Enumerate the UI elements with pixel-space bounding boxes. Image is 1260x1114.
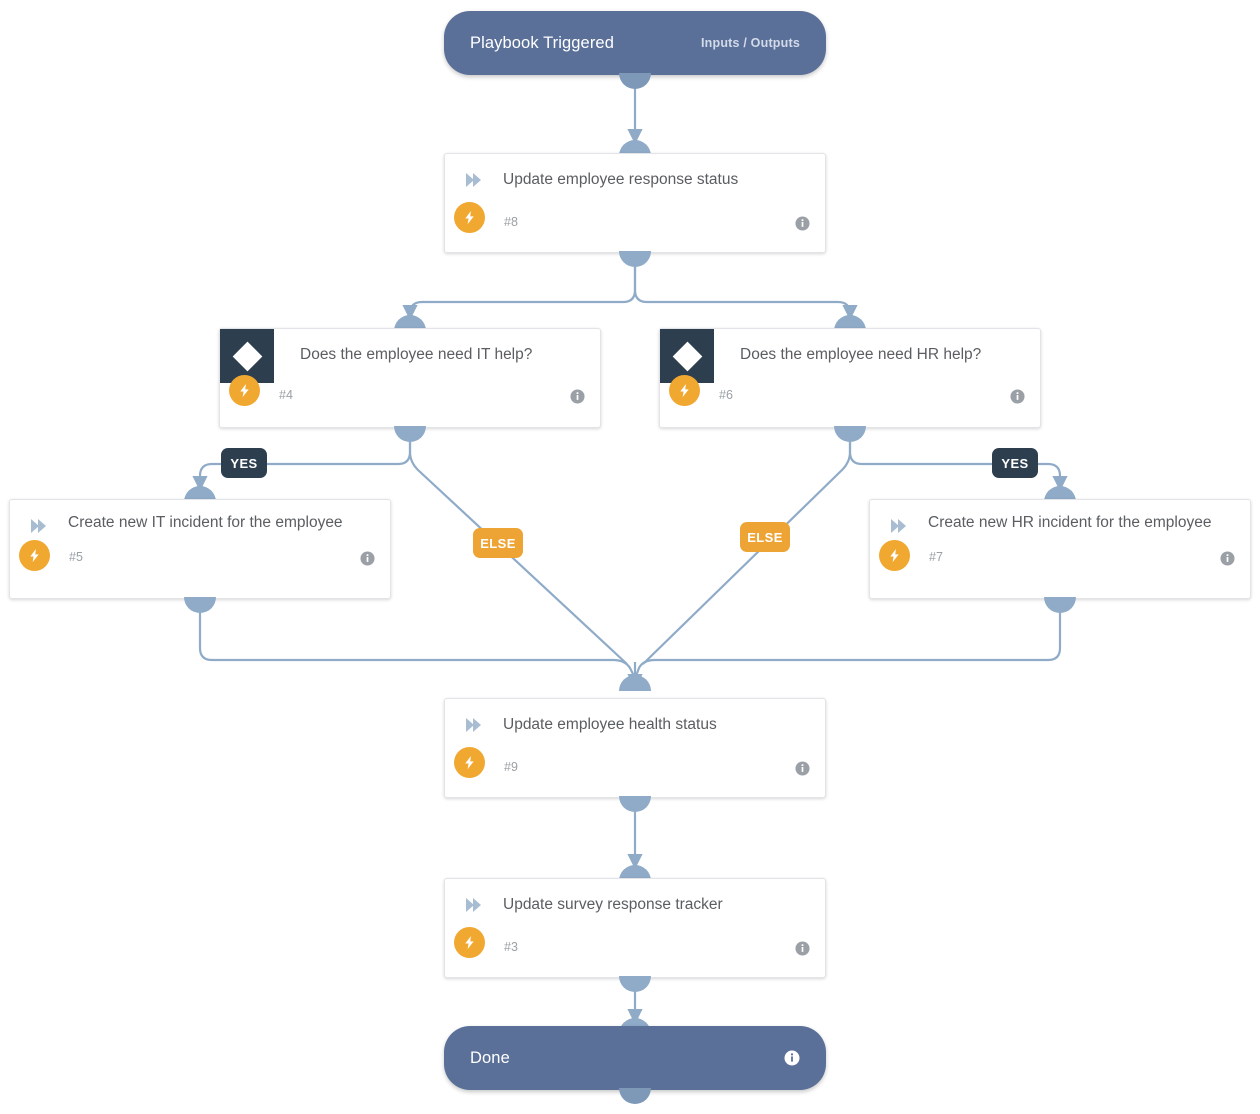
edge-label-it-yes[interactable]: YES (221, 448, 267, 478)
node-number: #8 (504, 215, 518, 229)
node-title: Create new IT incident for the employee (68, 514, 343, 531)
lightning-icon (454, 202, 485, 233)
edge-label-it-else[interactable]: ELSE (473, 528, 523, 558)
info-icon[interactable] (1010, 389, 1025, 404)
port-in-7[interactable] (1044, 486, 1076, 502)
node-title: Does the employee need IT help? (300, 346, 533, 363)
node-does-employee-need-it-help[interactable]: Does the employee need IT help? #4 (219, 328, 601, 428)
port-in-3[interactable] (619, 865, 651, 881)
port-out-9[interactable] (619, 796, 651, 812)
info-icon[interactable] (570, 389, 585, 404)
info-icon[interactable] (360, 551, 375, 566)
node-update-survey-response-tracker[interactable]: Update survey response tracker #3 (444, 878, 826, 978)
info-icon[interactable] (795, 761, 810, 776)
port-in-5[interactable] (184, 486, 216, 502)
port-out-start[interactable] (619, 73, 651, 89)
chevron-right-icon (870, 500, 928, 536)
done-title: Done (470, 1048, 510, 1067)
node-update-employee-response-status[interactable]: Update employee response status #8 (444, 153, 826, 253)
port-out-4[interactable] (394, 426, 426, 442)
diamond-icon (220, 329, 274, 383)
chevron-right-icon (445, 699, 503, 735)
port-in-4[interactable] (394, 315, 426, 331)
info-icon[interactable] (795, 216, 810, 231)
node-title: Update survey response tracker (503, 896, 723, 913)
node-does-employee-need-hr-help[interactable]: Does the employee need HR help? #6 (659, 328, 1041, 428)
lightning-icon (669, 375, 700, 406)
node-create-new-it-incident[interactable]: Create new IT incident for the employee … (9, 499, 391, 599)
node-number: #9 (504, 760, 518, 774)
edge-7-to-merge (634, 605, 1062, 677)
edge-label-hr-else[interactable]: ELSE (740, 522, 790, 552)
port-out-done[interactable] (619, 1088, 651, 1104)
port-in-6[interactable] (834, 315, 866, 331)
lightning-icon (879, 540, 910, 571)
edge-label-hr-yes[interactable]: YES (992, 448, 1038, 478)
port-out-5[interactable] (184, 597, 216, 613)
lightning-icon (19, 540, 50, 571)
node-title: Update employee response status (503, 171, 739, 188)
node-number: #7 (929, 550, 943, 564)
playbook-triggered-title: Playbook Triggered (470, 33, 614, 52)
lightning-icon (229, 375, 260, 406)
info-icon[interactable] (1220, 551, 1235, 566)
chevron-right-icon (445, 154, 503, 190)
chevron-right-icon (445, 879, 503, 915)
node-title: Create new HR incident for the employee (928, 514, 1212, 531)
node-title: Update employee health status (503, 716, 717, 733)
node-number: #6 (719, 388, 733, 402)
edge-5-to-merge (198, 605, 635, 677)
lightning-icon (454, 747, 485, 778)
node-title: Does the employee need HR help? (740, 346, 982, 363)
info-icon[interactable] (784, 1050, 800, 1066)
port-out-8[interactable] (619, 251, 651, 267)
inputs-outputs-label[interactable]: Inputs / Outputs (700, 36, 800, 50)
port-out-3[interactable] (619, 976, 651, 992)
edge-8-to-4 (402, 260, 637, 321)
lightning-icon (454, 927, 485, 958)
port-in-9[interactable] (619, 675, 651, 691)
node-number: #5 (69, 550, 83, 564)
node-create-new-hr-incident[interactable]: Create new HR incident for the employee … (869, 499, 1251, 599)
node-playbook-triggered[interactable]: Playbook Triggered Inputs / Outputs (444, 11, 826, 75)
chevron-right-icon (10, 500, 68, 536)
node-done[interactable]: Done (444, 1026, 826, 1090)
node-update-employee-health-status[interactable]: Update employee health status #9 (444, 698, 826, 798)
edge-8-to-6 (633, 260, 858, 321)
port-out-7[interactable] (1044, 597, 1076, 613)
port-out-6[interactable] (834, 426, 866, 442)
info-icon[interactable] (795, 941, 810, 956)
node-number: #4 (279, 388, 293, 402)
diamond-icon (660, 329, 714, 383)
port-in-8[interactable] (619, 140, 651, 156)
node-number: #3 (504, 940, 518, 954)
